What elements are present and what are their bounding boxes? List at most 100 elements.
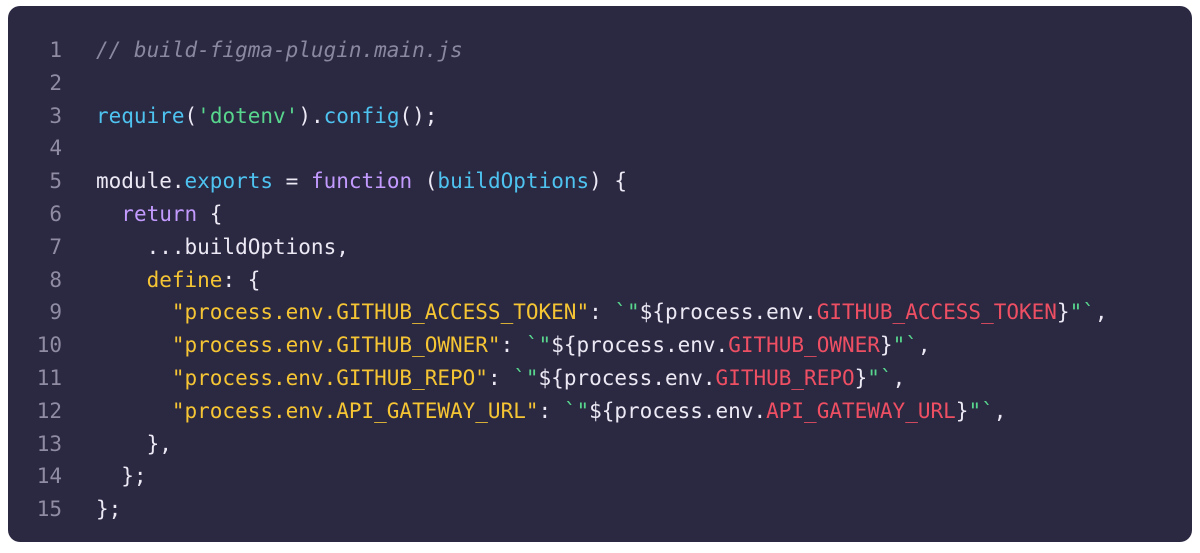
code-token-plain: , — [917, 333, 931, 358]
code-token-str-green: `" — [614, 300, 640, 325]
line-code: }; — [96, 460, 147, 493]
code-token-keyword: return — [121, 201, 198, 226]
code-token-plain: { — [197, 201, 223, 226]
code-token-param: buildOptions — [437, 169, 590, 194]
code-token-keyword: function — [310, 169, 413, 194]
line-number: 5 — [49, 169, 62, 194]
code-line: 7 ...buildOptions, — [8, 231, 1192, 264]
code-token-string: "process.env.GITHUB_ACCESS_TOKEN" — [171, 300, 590, 325]
code-token-plain: } — [879, 333, 893, 358]
code-token-string: "process.env.GITHUB_REPO" — [171, 365, 488, 390]
line-number: 6 — [49, 201, 62, 226]
line-number: 8 — [49, 267, 62, 292]
code-token-str-green: "` — [892, 333, 918, 358]
code-token-plain: = — [273, 169, 311, 194]
line-code: ...buildOptions, — [96, 231, 349, 264]
code-token-plain: : — [589, 300, 615, 325]
code-token-string: "process.env.API_GATEWAY_URL" — [171, 398, 539, 423]
code-line: 5 module.exports = function (buildOptions… — [8, 165, 1192, 198]
line-code: return { — [96, 198, 222, 231]
line-number: 7 — [49, 234, 62, 259]
line-number: 3 — [49, 103, 62, 128]
code-token-plain — [96, 399, 172, 423]
code-token-func: require — [96, 103, 185, 128]
code-token-prop: exports — [184, 169, 274, 194]
code-token-str-green: 'dotenv' — [197, 103, 299, 128]
code-token-plain: ${process.env. — [538, 365, 716, 390]
code-line: 3 require('dotenv').config(); — [8, 100, 1192, 133]
line-code: "process.env.API_GATEWAY_URL": `"${proce… — [96, 395, 1007, 428]
code-line: 1// build-figma-plugin.main.js — [8, 34, 1192, 67]
code-token-str-green: "` — [968, 398, 994, 423]
code-token-str-green: `" — [525, 333, 552, 358]
code-token-env: GITHUB_REPO — [715, 365, 855, 390]
code-token-plain: ${process.env. — [639, 300, 817, 325]
code-token-plain: , — [993, 398, 1007, 423]
line-code: }; — [96, 493, 121, 526]
code-token-plain: : — [500, 333, 526, 358]
line-code: }, — [96, 428, 172, 461]
code-line: 6 return { — [8, 198, 1192, 231]
line-number: 4 — [49, 136, 62, 161]
line-number: 13 — [36, 431, 62, 456]
code-token-plain: }; — [96, 497, 122, 522]
line-code: "process.env.GITHUB_OWNER": `"${process.… — [96, 329, 931, 362]
code-token-plain: } — [955, 398, 969, 423]
line-number: 2 — [49, 70, 62, 95]
line-code: "process.env.GITHUB_ACCESS_TOKEN": `"${p… — [96, 296, 1108, 329]
code-token-str-green: "` — [1069, 300, 1095, 325]
code-line: 11 "process.env.GITHUB_REPO": `"${proces… — [8, 362, 1192, 395]
code-token-plain — [96, 366, 172, 390]
line-number: 9 — [49, 300, 62, 325]
line-number: 12 — [36, 398, 62, 423]
line-number: 15 — [36, 497, 62, 522]
code-token-str-green: `" — [513, 365, 539, 390]
line-code: // build-figma-plugin.main.js — [96, 34, 463, 67]
code-token-plain: ) { — [589, 169, 628, 194]
code-line: 15}; — [8, 493, 1192, 526]
line-code: "process.env.GITHUB_REPO": `"${process.e… — [96, 362, 905, 395]
code-line: 10 "process.env.GITHUB_OWNER": `"${proce… — [8, 329, 1192, 362]
code-token-env: GITHUB_ACCESS_TOKEN — [816, 300, 1057, 325]
code-line: 14 }; — [8, 460, 1192, 493]
line-code: define: { — [96, 264, 261, 297]
code-token-plain: : — [538, 398, 564, 423]
code-token-plain — [96, 268, 147, 292]
code-token-plain — [96, 202, 121, 226]
code-token-plain: module. — [96, 169, 185, 194]
line-number: 10 — [36, 333, 62, 358]
code-token-plain: : — [487, 365, 514, 390]
code-token-comment: // build-figma-plugin.main.js — [96, 38, 463, 62]
code-token-env: API_GATEWAY_URL — [766, 398, 956, 423]
code-line: 4 — [8, 132, 1192, 165]
code-token-plain: ...buildOptions, — [96, 234, 349, 259]
code-token-plain: (); — [399, 103, 438, 128]
code-token-plain: ${process.env. — [589, 398, 767, 423]
code-token-plain: ${process.env. — [551, 333, 729, 358]
code-token-plain — [96, 333, 172, 357]
code-token-key: define — [146, 267, 223, 292]
code-token-plain: , — [1094, 300, 1108, 325]
code-token-plain: ( — [184, 103, 198, 128]
code-token-plain: } — [1056, 300, 1070, 325]
code-line: 13 }, — [8, 428, 1192, 461]
line-number: 11 — [36, 365, 62, 390]
code-token-plain: , — [892, 365, 906, 390]
code-token-env: GITHUB_OWNER — [728, 333, 880, 358]
code-token-plain: : { — [222, 267, 261, 292]
code-token-plain: } — [854, 365, 868, 390]
code-token-func: config — [323, 103, 400, 128]
code-line: 2 — [8, 67, 1192, 100]
code-line: 12 "process.env.API_GATEWAY_URL": `"${pr… — [8, 395, 1192, 428]
code-token-plain: }; — [96, 464, 147, 489]
code-token-plain: }, — [96, 431, 172, 456]
code-token-string: "process.env.GITHUB_OWNER" — [171, 333, 501, 358]
line-code: require('dotenv').config(); — [96, 100, 437, 133]
code-line: 9 "process.env.GITHUB_ACCESS_TOKEN": `"$… — [8, 296, 1192, 329]
code-token-str-green: "` — [867, 365, 893, 390]
code-token-plain: ). — [298, 103, 324, 128]
code-token-plain — [96, 300, 172, 324]
code-token-str-green: `" — [563, 398, 590, 423]
code-token-plain: ( — [412, 169, 438, 194]
